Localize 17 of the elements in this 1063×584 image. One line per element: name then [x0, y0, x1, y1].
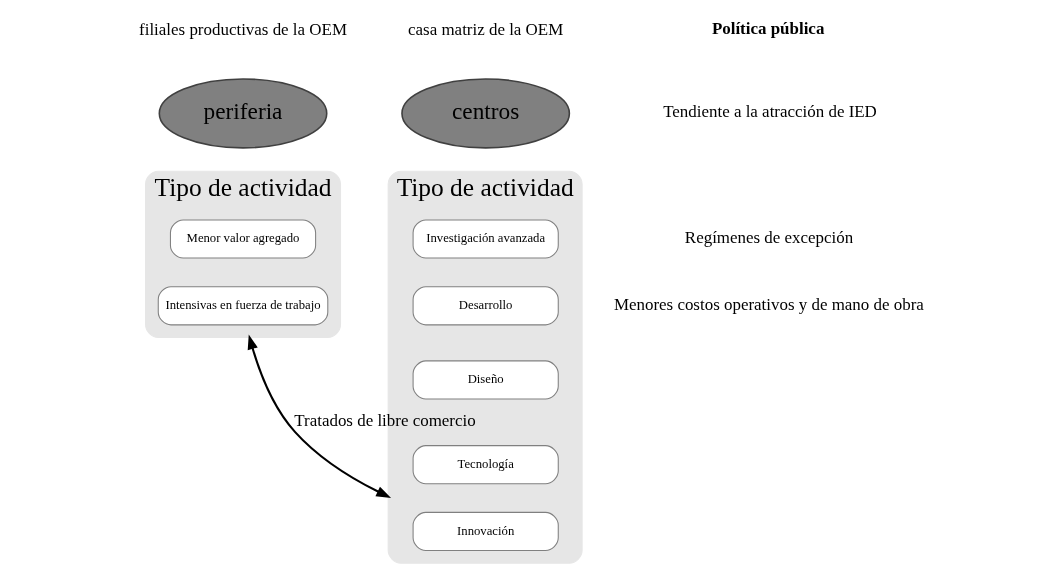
edge-label: Tratados de libre comercio [294, 411, 476, 431]
label: Tendiente a la atracción de IED [663, 102, 877, 122]
label: Menores costos operativos y de mano de obra [613, 294, 924, 314]
node-label: casa matriz de la OEM [408, 20, 564, 40]
node-ellipse: periferia [158, 78, 328, 149]
node-box: Tecnología [412, 445, 559, 485]
node-box: Intensivas en fuerza de trabajo [157, 286, 329, 326]
arrow [247, 334, 392, 498]
node-box: Desarrollo [412, 286, 559, 326]
label: Regímenes de excepción [684, 228, 854, 248]
label: Política pública [711, 19, 825, 39]
node-label: filiales productivas de la OEM [139, 20, 347, 40]
node-ellipse: centros [401, 78, 571, 149]
node-box: Investigación avanzada [412, 219, 559, 259]
node-box: Diseño [412, 360, 559, 400]
node-box: Innovación [412, 511, 559, 552]
node-box: Menor valor agregado [169, 219, 317, 259]
